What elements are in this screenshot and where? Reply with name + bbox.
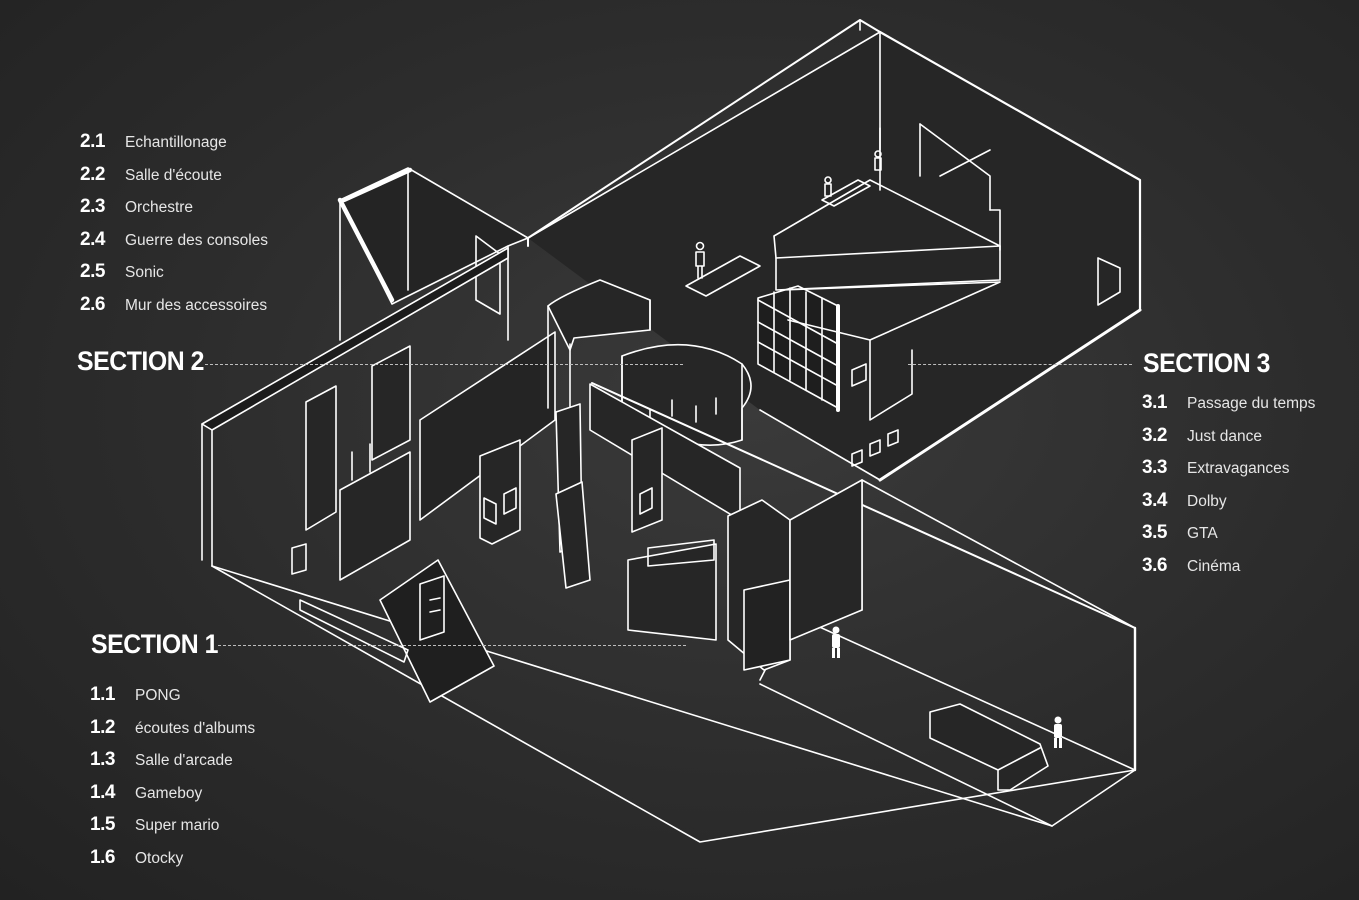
- legend-item: 1.5 Super mario: [90, 814, 255, 847]
- legend-item: 3.6 Cinéma: [1142, 555, 1315, 588]
- legend-item-label: Super mario: [135, 817, 220, 834]
- upper-block-walls: [527, 19, 1142, 482]
- legend-item-number: 1.1: [90, 684, 115, 705]
- legend-item: 1.1 PONG: [90, 684, 255, 717]
- legend-item-label: Orchestre: [125, 199, 194, 216]
- legend-item: 3.4 Dolby: [1142, 490, 1315, 523]
- legend-item-label: PONG: [135, 687, 181, 704]
- legend-item: 3.1 Passage du temps: [1142, 392, 1315, 425]
- legend-item-label: Passage du temps: [1187, 395, 1316, 412]
- legend-item: 2.5 Sonic: [80, 261, 268, 294]
- legend-item: 1.4 Gameboy: [90, 782, 255, 815]
- legend-item-number: 2.2: [80, 163, 105, 185]
- people-figures-outline: [695, 150, 882, 279]
- legend-item-label: Guerre des consoles: [125, 231, 269, 249]
- legend-item-label: Cinéma: [1187, 557, 1241, 575]
- legend-item-label: Echantillonage: [125, 134, 227, 151]
- legend-item-label: Salle d'arcade: [135, 752, 233, 769]
- legend-item: 2.1 Echantillonage: [80, 131, 268, 164]
- legend-item: 2.2 Salle d'écoute: [80, 164, 268, 197]
- legend-item: 2.3 Orchestre: [80, 196, 268, 229]
- legend-item-number: 3.5: [1142, 522, 1167, 543]
- legend-item-number: 2.5: [80, 261, 105, 282]
- legend-item: 1.3 Salle d'arcade: [90, 749, 255, 782]
- legend-item-label: Extravagances: [1187, 460, 1290, 477]
- section-2-legend: 2.1 Echantillonage 2.2 Salle d'écoute 2.3 Orc…: [80, 131, 268, 326]
- legend-item-label: Just dance: [1187, 427, 1262, 445]
- section-1-title: SECTION 1: [91, 629, 218, 659]
- section-2-leader-line: [205, 364, 683, 365]
- legend-item-number: 2.3: [80, 196, 105, 217]
- legend-item: 1.2 écoutes d'albums: [90, 717, 255, 750]
- legend-item-number: 3.2: [1142, 424, 1167, 446]
- legend-item-label: Gameboy: [135, 784, 203, 802]
- legend-item-label: GTA: [1187, 525, 1218, 542]
- section-2-walls: [201, 167, 556, 581]
- legend-item-label: Mur des accessoires: [125, 296, 268, 314]
- legend-item-number: 3.1: [1142, 392, 1167, 413]
- legend-item-number: 2.6: [80, 293, 105, 315]
- section-1-leader-line: [218, 645, 686, 646]
- legend-item-number: 1.4: [90, 781, 115, 803]
- legend-item: 2.6 Mur des accessoires: [80, 294, 268, 327]
- legend-item: 1.6 Otocky: [90, 847, 255, 880]
- legend-item-number: 2.1: [80, 131, 105, 152]
- legend-item-label: Salle d'écoute: [125, 166, 222, 184]
- legend-item-number: 1.3: [90, 749, 115, 770]
- section-1-legend: 1.1 PONG 1.2 écoutes d'albums 1.3 Salle d'arc…: [90, 684, 255, 879]
- section-3-rooms: [685, 123, 1001, 467]
- central-divider: [591, 382, 1137, 772]
- legend-item-number: 3.4: [1142, 489, 1167, 511]
- legend-item-label: Otocky: [135, 849, 184, 867]
- legend-item: 2.4 Guerre des consoles: [80, 229, 268, 262]
- section-3-title: SECTION 3: [1143, 348, 1270, 378]
- legend-item-number: 3.3: [1142, 457, 1167, 478]
- section-3-leader-line: [908, 364, 1132, 365]
- section-3-legend: 3.1 Passage du temps 3.2 Just dance 3.3 Extra…: [1142, 392, 1315, 587]
- section-1-hall: [211, 479, 1136, 843]
- central-panels: [479, 279, 741, 589]
- people-figures: [832, 626, 1062, 748]
- legend-item-label: écoutes d'albums: [135, 719, 256, 737]
- legend-item: 3.5 GTA: [1142, 522, 1315, 555]
- legend-item-number: 1.6: [90, 846, 115, 868]
- legend-item-number: 3.6: [1142, 554, 1167, 576]
- legend-item: 3.3 Extravagances: [1142, 457, 1315, 490]
- legend-item-label: Dolby: [1187, 492, 1227, 510]
- legend-item-number: 2.4: [80, 228, 105, 250]
- legend-item-label: Sonic: [125, 264, 164, 281]
- legend-item-number: 1.2: [90, 716, 115, 738]
- legend-item-number: 1.5: [90, 814, 115, 835]
- legend-item: 3.2 Just dance: [1142, 425, 1315, 458]
- section-2-title: SECTION 2: [77, 346, 204, 376]
